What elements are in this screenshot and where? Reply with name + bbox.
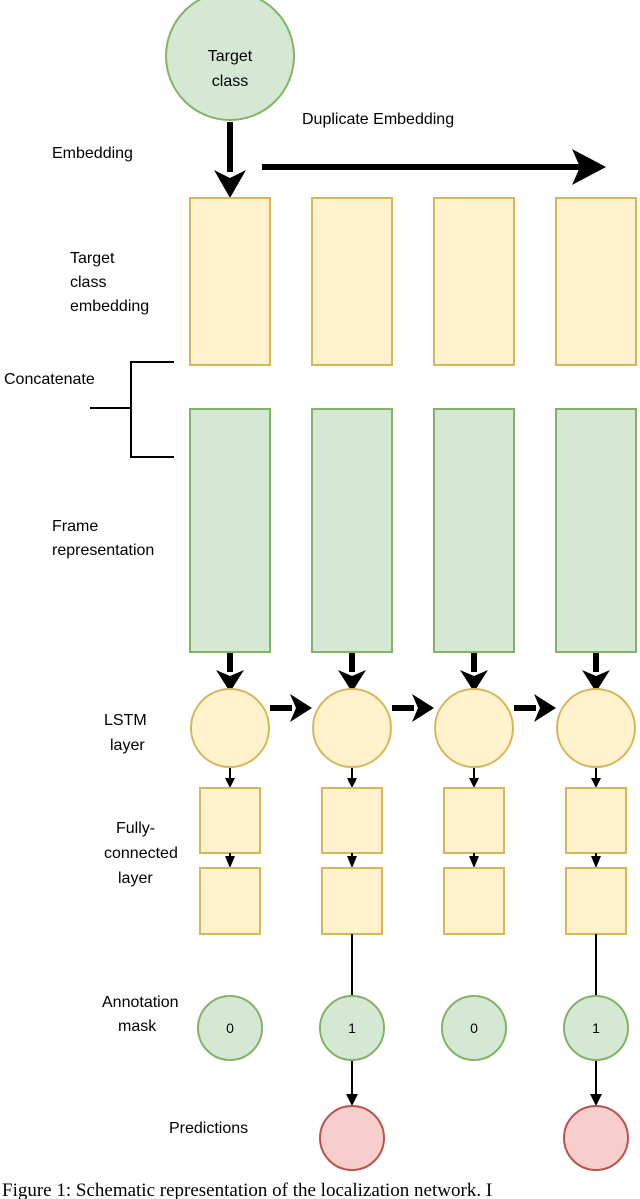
mask-node-2: 1 [319,995,385,1061]
prediction-node-2 [563,1105,629,1171]
mask-node-1: 0 [197,995,263,1061]
target-class-label-line2: class [212,73,248,90]
mask-value-3: 0 [470,1020,478,1036]
embedding-arrow [214,122,246,198]
concatenate-bracket [90,361,174,458]
target-class-embedding-label-line2: class [70,274,106,291]
mask-value-1: 0 [226,1020,234,1036]
mask-value-4: 1 [592,1020,600,1036]
fc-label-line1: Fully- [116,820,155,837]
target-class-node: Target class [165,0,295,121]
fc-upper-box-1 [199,787,261,854]
embedding-box-1 [189,197,271,366]
fc-lower-box-3 [443,867,505,935]
target-class-embedding-label-line3: embedding [70,298,149,315]
embedding-label: Embedding [52,145,133,162]
target-class-embedding-label-line1: Target [70,250,115,267]
fc-lower-box-4 [565,867,627,935]
embedding-box-3 [433,197,515,366]
lstm-label-line2: layer [110,737,145,754]
lstm-recurrent-arrows [270,694,556,722]
lstm-label-line1: LSTM [104,712,147,729]
predictions-label: Predictions [169,1120,248,1137]
fc-to-mask-lines [351,934,597,996]
fc-lower-box-1 [199,867,261,935]
fc-inter-arrows [225,853,601,868]
fc-label-line3: layer [118,870,153,887]
lstm-cell-4 [556,688,636,768]
mask-value-2: 1 [348,1020,356,1036]
lstm-cell-3 [434,688,514,768]
frame-box-2 [311,408,393,653]
lstm-cell-2 [312,688,392,768]
prediction-node-1 [319,1105,385,1171]
mask-to-prediction-arrows [346,1061,602,1106]
fc-upper-box-4 [565,787,627,854]
lstm-cell-1 [190,688,270,768]
fc-upper-box-3 [443,787,505,854]
figure-caption: Figure 1: Schematic representation of th… [2,1180,492,1199]
fc-label-line2: connected [104,845,178,862]
annotation-mask-label-line2: mask [118,1018,157,1035]
mask-node-4: 1 [563,995,629,1061]
frame-box-3 [433,408,515,653]
mask-node-3: 0 [441,995,507,1061]
frame-box-1 [189,408,271,653]
embedding-box-4 [555,197,637,366]
frame-to-lstm-arrows [216,653,610,692]
fc-lower-box-2 [321,867,383,935]
concatenate-label: Concatenate [4,371,95,388]
lstm-to-fc-arrows [225,768,601,788]
embedding-box-2 [311,197,393,366]
target-class-label-line1: Target [208,48,253,65]
frame-box-4 [555,408,637,653]
fc-upper-box-2 [321,787,383,854]
frame-representation-label-line2: representation [52,542,154,559]
annotation-mask-label-line1: Annotation [102,994,179,1011]
frame-representation-label-line1: Frame [52,518,98,535]
duplicate-embedding-arrow [262,149,606,185]
duplicate-embedding-label: Duplicate Embedding [302,111,454,128]
